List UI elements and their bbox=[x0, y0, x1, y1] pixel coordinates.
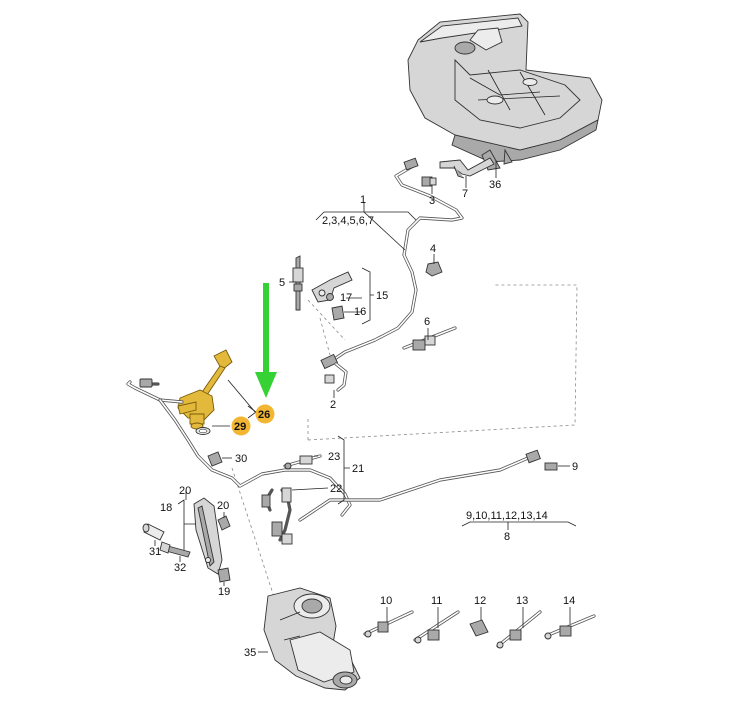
bracket-7 bbox=[439, 157, 495, 179]
callout-22: 22 bbox=[330, 483, 342, 495]
badge-29 bbox=[231, 416, 251, 436]
callout-3: 3 bbox=[429, 195, 435, 207]
callout-8: 8 bbox=[504, 531, 510, 543]
callout-35: 35 bbox=[244, 647, 256, 659]
callout-4: 4 bbox=[430, 243, 436, 255]
sleeve-31 bbox=[142, 523, 165, 541]
callout-1: 1 bbox=[360, 194, 366, 206]
sensor-23 bbox=[283, 454, 322, 470]
badge-26 bbox=[255, 404, 275, 424]
callout-16: 16 bbox=[354, 306, 366, 318]
seal-ring-29 bbox=[195, 427, 211, 435]
callout-20a: 20 bbox=[179, 485, 191, 497]
callout-17: 17 bbox=[340, 292, 352, 304]
callout-31: 31 bbox=[149, 546, 161, 558]
stud-32 bbox=[159, 541, 191, 558]
sensor-11 bbox=[413, 610, 460, 644]
callout-20b: 20 bbox=[217, 500, 229, 512]
bolt-20 bbox=[217, 515, 231, 531]
sensor-14 bbox=[544, 614, 596, 640]
callout-1-group: 2,3,4,5,6,7 bbox=[322, 215, 374, 227]
reservoir-tank bbox=[407, 13, 603, 171]
bracket-15 bbox=[292, 255, 353, 321]
dashed-guide-lines bbox=[231, 284, 578, 601]
callout-32: 32 bbox=[174, 562, 186, 574]
clip-12 bbox=[469, 619, 489, 637]
sensor-10 bbox=[363, 610, 414, 638]
callout-30: 30 bbox=[235, 453, 247, 465]
callout-14: 14 bbox=[563, 595, 575, 607]
dosing-pipe bbox=[126, 378, 352, 517]
callout-12: 12 bbox=[474, 595, 486, 607]
callout-19: 19 bbox=[218, 586, 230, 598]
callout-10: 10 bbox=[380, 595, 392, 607]
callout-18: 18 bbox=[160, 502, 172, 514]
sensor-harness-22 bbox=[261, 449, 558, 545]
callout-9: 9 bbox=[572, 461, 578, 473]
callout-23: 23 bbox=[328, 451, 340, 463]
callout-13: 13 bbox=[516, 595, 528, 607]
callout-7: 7 bbox=[462, 188, 468, 200]
callout-36: 36 bbox=[489, 179, 501, 191]
callout-5: 5 bbox=[279, 277, 285, 289]
callout-2: 2 bbox=[330, 399, 336, 411]
callout-6: 6 bbox=[424, 316, 430, 328]
main-pipe-1 bbox=[320, 157, 464, 392]
leader-lines bbox=[154, 160, 577, 653]
bracket-18 bbox=[193, 497, 223, 575]
dosing-module-26 bbox=[177, 349, 233, 430]
clip-4 bbox=[425, 261, 443, 277]
green-arrow-pointer bbox=[255, 283, 277, 398]
callout-29: 29 bbox=[234, 421, 246, 433]
catalytic-converter-35 bbox=[263, 587, 361, 691]
clip-6 bbox=[402, 326, 457, 351]
callout-26: 26 bbox=[258, 409, 270, 421]
connector-3 bbox=[421, 176, 437, 194]
sensor-13 bbox=[496, 610, 542, 649]
callout-21: 21 bbox=[352, 463, 364, 475]
callout-11: 11 bbox=[431, 595, 442, 607]
callout-labels: 1 2,3,4,5,6,7 36 7 3 4 5 17 15 16 6 2 26… bbox=[149, 179, 578, 659]
nut-19 bbox=[217, 567, 231, 583]
callout-8-group: 9,10,11,12,13,14 bbox=[466, 510, 548, 522]
callout-15: 15 bbox=[376, 290, 388, 302]
clip-30 bbox=[207, 451, 223, 467]
